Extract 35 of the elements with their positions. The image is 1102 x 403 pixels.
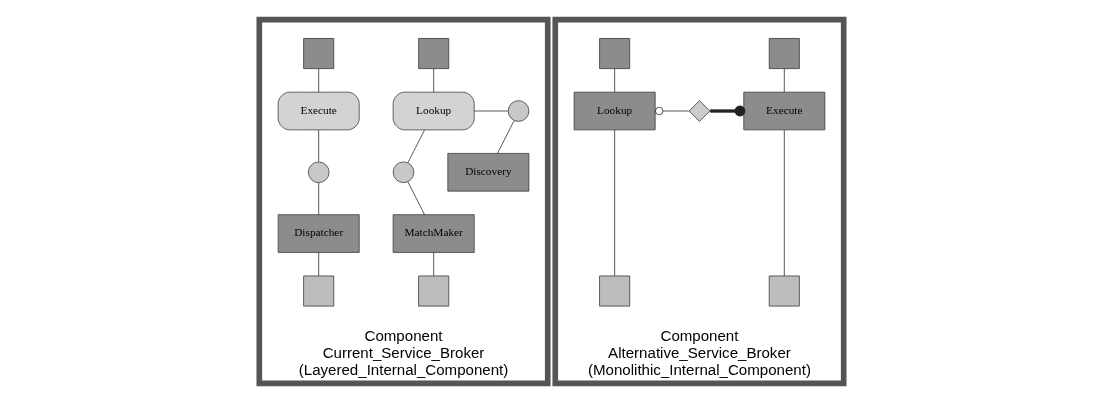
node-box: Lookup <box>392 91 475 131</box>
connector <box>496 120 515 154</box>
node-circle <box>507 100 529 122</box>
connector <box>317 68 319 93</box>
connector <box>406 181 425 215</box>
connector <box>613 129 615 277</box>
node-box <box>768 38 800 69</box>
node-box <box>302 275 334 307</box>
node-box: Discovery <box>446 153 529 192</box>
connector <box>317 129 319 162</box>
connector <box>407 129 425 163</box>
connector <box>317 182 319 215</box>
node-box: Dispatcher <box>277 214 360 253</box>
node-box: Execute <box>742 91 825 131</box>
node-box <box>598 275 630 307</box>
connector <box>783 68 785 93</box>
node-box: MatchMaker <box>392 214 475 253</box>
connector <box>432 252 434 277</box>
node-box <box>302 38 334 69</box>
node-box <box>417 275 449 307</box>
node-circle <box>392 161 414 184</box>
node-box <box>417 38 449 69</box>
connector <box>317 252 319 277</box>
node-box <box>768 275 800 307</box>
node-diamond <box>688 100 710 122</box>
connector <box>783 129 785 277</box>
node-box: Execute <box>277 91 360 131</box>
connector <box>654 106 689 116</box>
node-box: Lookup <box>573 91 656 131</box>
connector <box>613 68 615 93</box>
node-circle <box>307 161 329 184</box>
connector <box>473 110 508 112</box>
connector <box>709 105 745 117</box>
connector <box>432 68 434 93</box>
node-box <box>598 38 630 69</box>
